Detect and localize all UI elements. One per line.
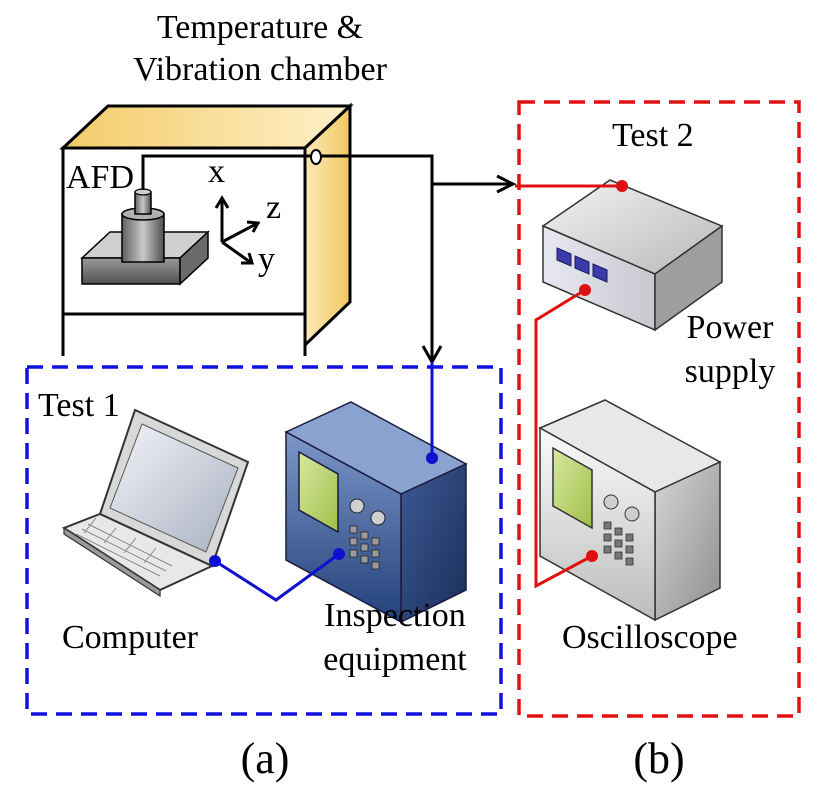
panel-caption-b: (b): [633, 734, 685, 783]
chamber-title-line2: Vibration chamber: [133, 51, 387, 88]
inspection-label-line2: equipment: [323, 641, 467, 678]
axis-z-label: z: [266, 189, 282, 226]
laptop-icon: [61, 408, 250, 598]
power-supply-label-line2: supply: [684, 353, 776, 390]
afd-device-icon: [80, 154, 311, 286]
axis-y-label: y: [258, 241, 275, 278]
oscilloscope-icon: [538, 399, 722, 622]
inspection-label-line1: Inspection: [324, 597, 466, 634]
oscilloscope-label: Oscilloscope: [562, 619, 738, 656]
axis-arrows: [214, 195, 261, 265]
inspection-equipment-icon: [284, 401, 468, 624]
test1-label: Test 1: [38, 387, 120, 424]
test1-cables: [209, 362, 438, 602]
panel-caption-a: (a): [240, 734, 290, 783]
afd-label: AFD: [66, 159, 135, 196]
chamber-box-icon: [59, 102, 354, 356]
power-supply-icon: [541, 179, 724, 332]
test2-cables: [515, 180, 628, 589]
test2-border: [517, 100, 801, 718]
power-supply-label-line1: Power: [686, 309, 774, 346]
axis-x-label: x: [208, 153, 225, 190]
computer-label: Computer: [62, 619, 198, 656]
test2-label: Test 2: [612, 117, 694, 154]
chamber-title-line1: Temperature &: [156, 9, 364, 46]
test1-border: [25, 365, 503, 716]
